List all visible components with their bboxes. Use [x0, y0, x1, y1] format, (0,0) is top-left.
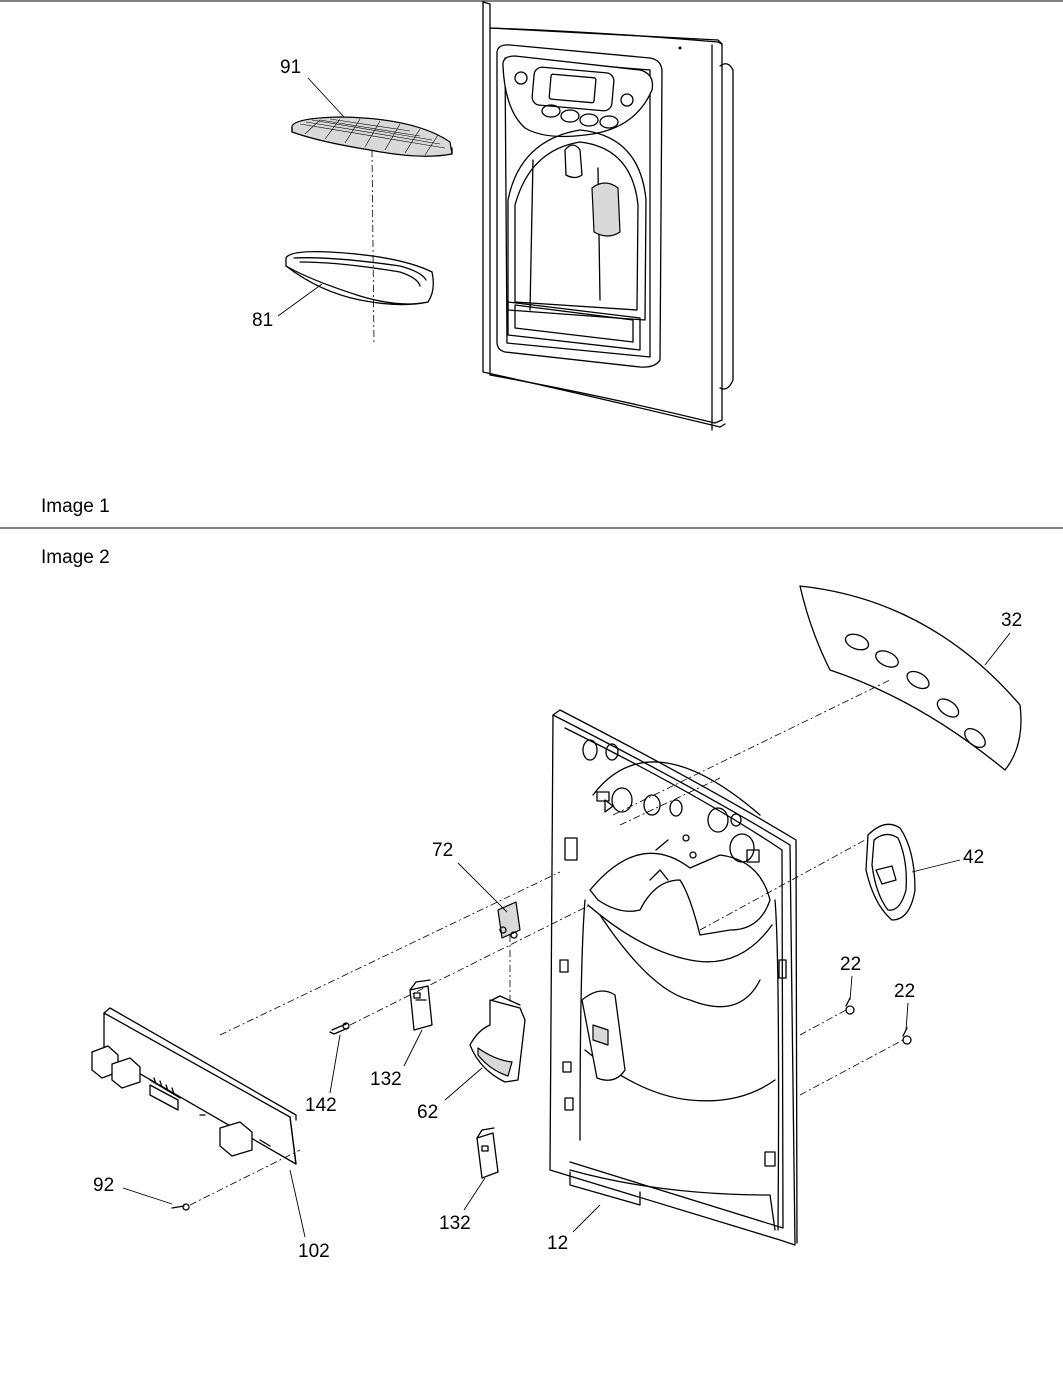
callout-62: 62 [417, 1102, 438, 1123]
callout-12: 12 [547, 1233, 568, 1254]
leader-12 [572, 1204, 601, 1233]
image1-panel: 91 81 Image 1 [41, 1, 734, 517]
caption-image-1: Image 1 [41, 496, 110, 517]
leader-62 [444, 1067, 483, 1101]
leader-32 [984, 632, 1011, 666]
callout-102: 102 [298, 1241, 330, 1262]
callout-132-upper: 132 [370, 1069, 402, 1090]
leader-92 [122, 1187, 173, 1205]
caption-image-2: Image 2 [41, 547, 110, 568]
part-72-spring [497, 901, 521, 939]
part-12-dispenser-housing [549, 709, 798, 1246]
part-32-control-overlay [799, 585, 1022, 771]
callout-22-b: 22 [894, 981, 915, 1002]
callout-92: 92 [93, 1175, 114, 1196]
part-81-drip-tray [285, 250, 434, 306]
leader-72 [457, 862, 508, 913]
part-102-control-board [91, 1007, 297, 1165]
dispenser-door-front [482, 1, 734, 431]
callout-132-lower: 132 [439, 1213, 471, 1234]
leader-22-a [849, 975, 853, 1001]
part-132-switch-lower [476, 1127, 499, 1179]
leader-81 [277, 283, 323, 317]
part-142-screw [329, 1022, 350, 1035]
callout-22-a: 22 [840, 954, 861, 975]
callout-91: 91 [280, 57, 301, 78]
callout-72: 72 [432, 840, 453, 861]
leader-42 [911, 859, 961, 873]
image2-panel: Image 2 [41, 547, 1022, 1262]
leader-132-upper [403, 1029, 423, 1067]
leader-102 [289, 1169, 306, 1238]
part-22-screw-b [902, 1027, 912, 1045]
part-42-actuator [865, 823, 916, 921]
callout-32: 32 [1001, 610, 1022, 631]
assembly-axis-line [371, 149, 375, 346]
callout-42: 42 [963, 847, 984, 868]
part-62-paddle [469, 995, 526, 1083]
part-91-drip-grille [291, 116, 453, 157]
callout-142: 142 [305, 1095, 337, 1116]
part-22-screw-a [845, 997, 855, 1015]
leader-132-lower [463, 1177, 486, 1211]
assembly-lines [189, 679, 904, 1206]
part-132-switch-upper [409, 979, 433, 1031]
leader-22-b [905, 1002, 909, 1031]
part-92-screw [171, 1203, 190, 1211]
callout-81: 81 [252, 310, 273, 331]
leader-142 [329, 1034, 341, 1094]
leader-91 [307, 77, 345, 118]
